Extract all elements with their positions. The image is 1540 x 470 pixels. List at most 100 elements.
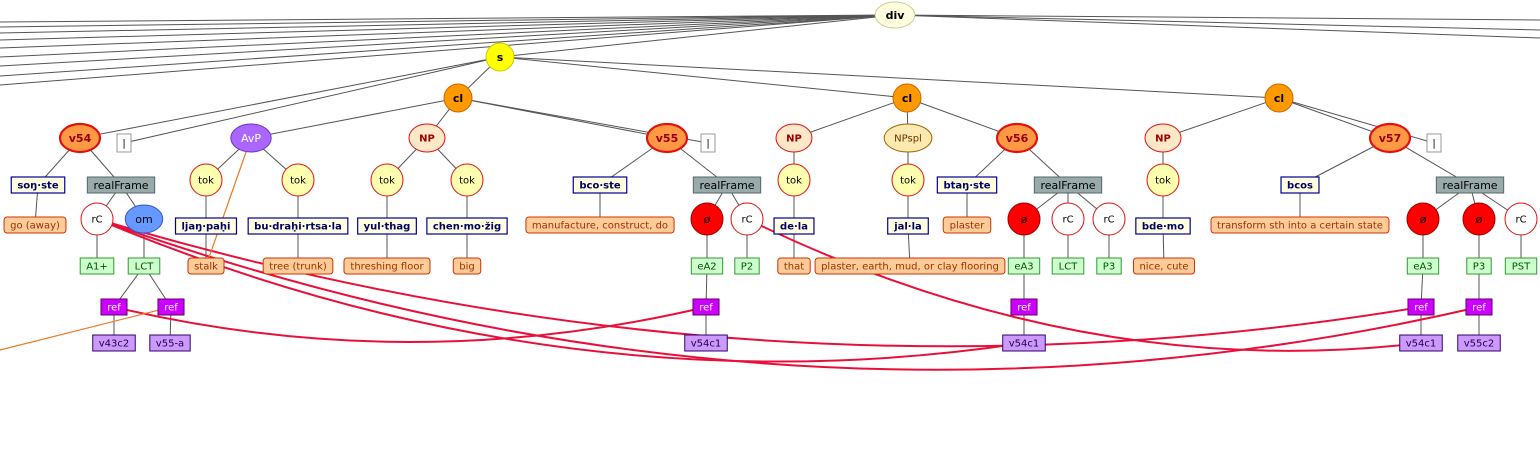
node-g_transform[interactable]: transform sth into a certain state [1210, 216, 1390, 234]
node-g_thresh[interactable]: threshing floor [343, 257, 431, 275]
node-rc55[interactable]: rC [730, 202, 764, 236]
node-f_ea3a[interactable]: eA3 [1007, 257, 1041, 275]
node-pipe2[interactable]: | [700, 133, 716, 153]
node-f_lct2[interactable]: LCT [1051, 257, 1085, 275]
node-tok2[interactable]: tok [281, 163, 315, 197]
node-label: tok [900, 176, 916, 187]
node-rv_v43c2[interactable]: v43c2 [92, 334, 136, 352]
node-cl1[interactable]: cl [443, 83, 473, 113]
node-tok3[interactable]: tok [370, 163, 404, 197]
node-w_ljan[interactable]: ljaŋ·paḥi [174, 217, 238, 235]
node-pipe1[interactable]: | [116, 133, 132, 153]
node-s[interactable]: s [485, 42, 515, 72]
node-label: cl [453, 92, 463, 105]
node-v56[interactable]: v56 [995, 122, 1039, 154]
node-w_jalla[interactable]: jal·la [887, 217, 929, 235]
node-np3[interactable]: NP [1144, 123, 1182, 153]
node-om54[interactable]: om [124, 204, 164, 234]
node-shape [690, 257, 724, 275]
node-w_chen[interactable]: chen·mo·žig [426, 217, 508, 235]
node-w_songste[interactable]: soŋ·ste [10, 176, 66, 194]
node-w_yul[interactable]: yul·thag [357, 217, 417, 235]
node-f_a1[interactable]: A1+ [79, 257, 115, 275]
node-ref6[interactable]: ref [1465, 298, 1493, 316]
node-w_bcos[interactable]: bcos [1280, 176, 1320, 194]
node-g_manu[interactable]: manufacture, construct, do [525, 216, 675, 234]
node-g_tree[interactable]: tree (trunk) [262, 257, 334, 275]
node-label: tok [198, 176, 214, 187]
tree-edge [250, 97, 459, 139]
node-label: v43c2 [99, 339, 130, 350]
node-tok6[interactable]: tok [891, 163, 925, 197]
node-rc56a[interactable]: rC [1051, 202, 1085, 236]
node-rv_v54c1c[interactable]: v54c1 [1399, 334, 1443, 352]
node-cl3[interactable]: cl [1264, 83, 1294, 113]
node-g_plaster_long[interactable]: plaster, earth, mud, or clay flooring [814, 257, 1006, 275]
node-rc57[interactable]: rC [1504, 202, 1538, 236]
node-shape [80, 202, 114, 236]
node-shape [3, 216, 67, 234]
node-v54[interactable]: v54 [58, 122, 102, 154]
node-np2[interactable]: NP [775, 123, 813, 153]
node-shape [485, 42, 515, 72]
node-rv_v54c1a[interactable]: v54c1 [684, 334, 728, 352]
node-rf55[interactable]: realFrame [692, 176, 762, 194]
node-label: go (away) [10, 221, 60, 232]
node-tok4[interactable]: tok [450, 163, 484, 197]
node-rv_v55a[interactable]: v55-a [149, 334, 191, 352]
node-ref3[interactable]: ref [692, 298, 720, 316]
node-f_pst[interactable]: PST [1504, 257, 1538, 275]
node-label: btaŋ·ste [943, 181, 990, 192]
cross-reference-link [113, 306, 707, 343]
node-np1[interactable]: NP [408, 123, 446, 153]
node-tok5[interactable]: tok [777, 163, 811, 197]
node-f_p2[interactable]: P2 [734, 257, 760, 275]
node-w_bdemo[interactable]: bde·mo [1135, 217, 1191, 235]
node-rc54[interactable]: rC [80, 202, 114, 236]
node-g_plaster[interactable]: plaster [942, 216, 992, 234]
node-label: ø [1420, 213, 1427, 226]
node-f_ea3b[interactable]: eA3 [1406, 257, 1440, 275]
node-v57[interactable]: v57 [1368, 122, 1412, 154]
node-g_nice[interactable]: nice, cute [1132, 257, 1196, 275]
node-pipe3[interactable]: | [1426, 133, 1442, 153]
node-tok1[interactable]: tok [189, 163, 223, 197]
node-w_budra[interactable]: bu·draḥi·rtsa·la [247, 217, 349, 235]
node-shape [1132, 257, 1196, 275]
node-phi56[interactable]: ø [1007, 202, 1041, 236]
node-g_stalk[interactable]: stalk [187, 257, 225, 275]
node-label: P2 [741, 262, 753, 273]
node-ref4[interactable]: ref [1010, 298, 1038, 316]
node-rc56b[interactable]: rC [1092, 202, 1126, 236]
node-rf54[interactable]: realFrame [86, 176, 156, 194]
node-f_p3a[interactable]: P3 [1096, 257, 1122, 275]
node-rv_v54c1b[interactable]: v54c1 [1002, 334, 1046, 352]
node-label: v56 [1006, 132, 1029, 145]
node-ref5[interactable]: ref [1407, 298, 1435, 316]
node-v55[interactable]: v55 [645, 122, 689, 154]
node-ref2[interactable]: ref [157, 298, 185, 316]
node-phi57a[interactable]: ø [1406, 202, 1440, 236]
node-rv_v55c2[interactable]: v55c2 [1457, 334, 1501, 352]
node-w_btanste[interactable]: btaŋ·ste [936, 176, 998, 194]
node-ref1[interactable]: ref [100, 298, 128, 316]
node-cl2[interactable]: cl [892, 83, 922, 113]
node-tok7[interactable]: tok [1146, 163, 1180, 197]
node-phi57b[interactable]: ø [1462, 202, 1496, 236]
node-g_that[interactable]: that [777, 257, 811, 275]
node-rf56[interactable]: realFrame [1033, 176, 1103, 194]
node-phi55[interactable]: ø [690, 202, 724, 236]
node-f_ea2[interactable]: eA2 [690, 257, 724, 275]
node-div[interactable]: div [874, 1, 916, 29]
node-npspl[interactable]: NPspl [883, 123, 933, 153]
node-shape [887, 217, 929, 235]
node-w_bcoste[interactable]: bco·ste [572, 176, 628, 194]
node-avp[interactable]: AvP [230, 123, 272, 153]
node-w_dela[interactable]: de·la [773, 217, 815, 235]
node-label: ø [704, 213, 711, 226]
node-f_p3b[interactable]: P3 [1466, 257, 1492, 275]
node-f_lct1[interactable]: LCT [127, 257, 161, 275]
node-rf57[interactable]: realFrame [1435, 176, 1505, 194]
node-g_go[interactable]: go (away) [3, 216, 67, 234]
node-g_big[interactable]: big [452, 257, 482, 275]
